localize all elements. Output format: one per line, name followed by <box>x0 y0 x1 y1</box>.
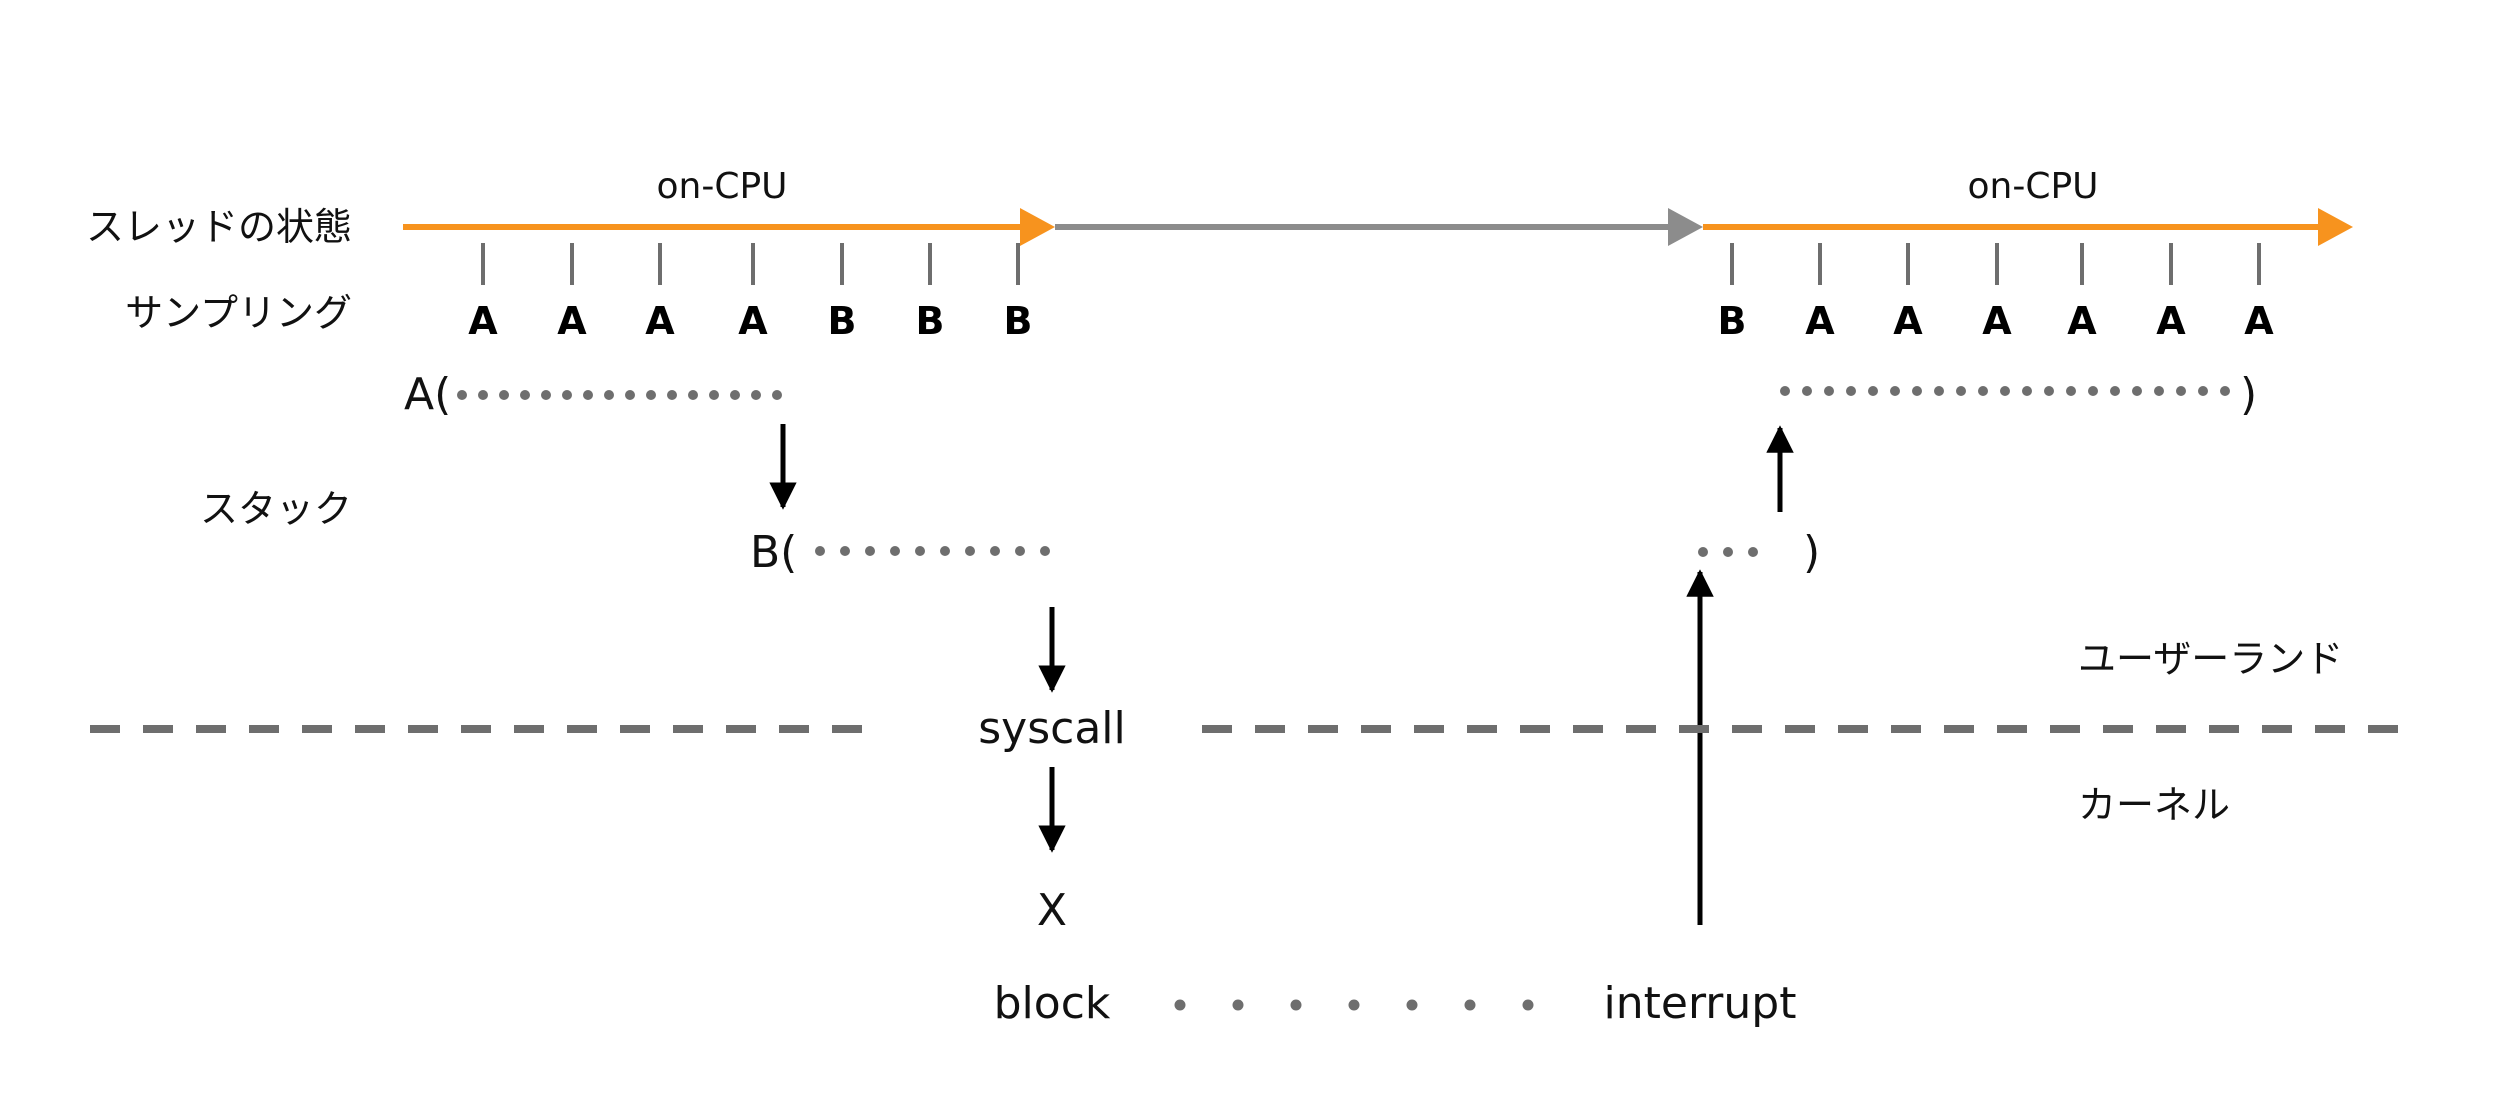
on-cpu-label-1: on-CPU <box>656 166 787 207</box>
sample-2-7: A <box>2244 299 2274 343</box>
sample-1-5: B <box>828 299 857 343</box>
sample-1-6: B <box>916 299 945 343</box>
sample-2-3: A <box>1893 299 1923 343</box>
frame-a-close: ) <box>2240 369 2257 420</box>
sample-1-2: A <box>557 299 587 343</box>
sample-2-4: A <box>1982 299 2012 343</box>
sample-1-4: A <box>738 299 768 343</box>
sampling-label: サンプリング <box>125 291 352 335</box>
off-cpu-arrowhead <box>1668 208 1703 246</box>
x-label: X <box>1037 885 1067 936</box>
on-cpu-label-2: on-CPU <box>1967 166 2098 207</box>
frame-b-close: ) <box>1803 527 1820 578</box>
stack-label: スタック <box>200 487 352 531</box>
sample-2-2: A <box>1805 299 1835 343</box>
frame-a-open: A( <box>404 369 451 420</box>
thread-state-label: スレッドの状態 <box>86 205 352 249</box>
block-label: block <box>994 978 1111 1029</box>
thread-state-timeline <box>403 208 2353 246</box>
sample-1-7: B <box>1004 299 1033 343</box>
sample-2-6: A <box>2156 299 2186 343</box>
userland-label: ユーザーランド <box>2078 637 2343 681</box>
kernel-label: カーネル <box>2078 783 2230 827</box>
sample-2-5: A <box>2067 299 2097 343</box>
sampling-ticks <box>481 243 2261 285</box>
syscall-label: syscall <box>978 703 1126 754</box>
sample-2-1: B <box>1718 299 1747 343</box>
frame-b-open: B( <box>750 527 797 578</box>
on-cpu-arrowhead-1 <box>1020 208 1055 246</box>
on-cpu-arrowhead-2 <box>2318 208 2353 246</box>
interrupt-label: interrupt <box>1604 978 1797 1029</box>
sample-1-3: A <box>645 299 675 343</box>
sample-1-1: A <box>468 299 498 343</box>
